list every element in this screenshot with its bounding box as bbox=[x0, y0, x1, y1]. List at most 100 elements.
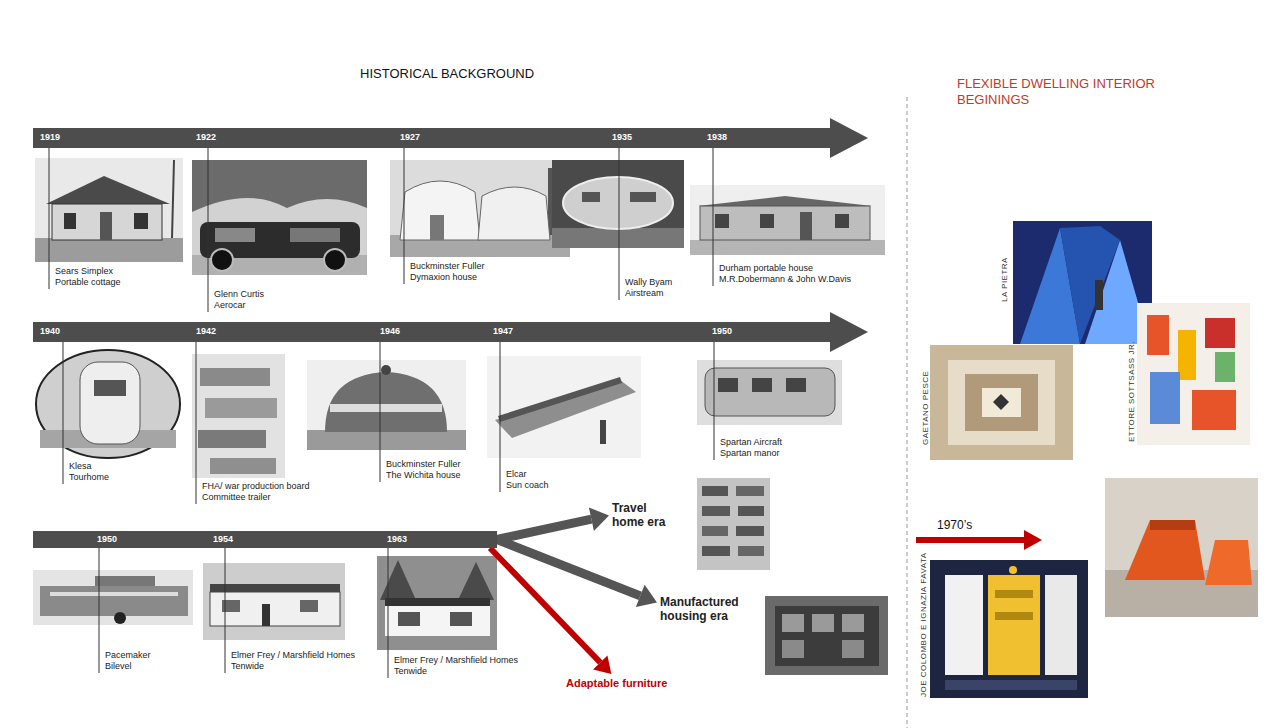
photo-travel-homes bbox=[736, 486, 764, 496]
photo-durham-house bbox=[835, 214, 849, 228]
photo-klesa-tourhome bbox=[94, 380, 126, 396]
photo-durham-house bbox=[715, 214, 729, 228]
arrow-head bbox=[589, 507, 609, 530]
photo-tenwide-1954 bbox=[203, 563, 345, 640]
leader-lines bbox=[500, 342, 501, 492]
photo-joe-colombo bbox=[930, 560, 1088, 698]
photo-manufactured-housing bbox=[842, 614, 864, 632]
timeline-band: 19401942194619471950 bbox=[33, 322, 830, 342]
leader-lines bbox=[380, 342, 381, 482]
timeline-arrow bbox=[33, 531, 497, 548]
photo-caption: Tenwide bbox=[394, 666, 427, 677]
photo-wichita-house bbox=[330, 404, 442, 412]
photo-durham-house bbox=[760, 214, 774, 228]
leader-lines bbox=[225, 548, 226, 673]
photo-joe-colombo bbox=[1045, 575, 1077, 675]
photo-sears-cottage bbox=[46, 176, 170, 204]
photo-sears-cottage bbox=[52, 204, 162, 240]
photo-elcar-sun-coach bbox=[600, 420, 606, 444]
leader-lines bbox=[388, 548, 389, 678]
photo-spartan-manor bbox=[697, 360, 842, 425]
photo-elcar-sun-coach bbox=[487, 356, 641, 458]
connector-line bbox=[497, 519, 591, 539]
year-label: 1946 bbox=[380, 326, 400, 337]
photo-pacemaker-bilevel bbox=[33, 570, 193, 625]
photo-manufactured-housing bbox=[782, 614, 804, 632]
photo-joe-colombo bbox=[995, 612, 1033, 620]
photo-airstream bbox=[563, 177, 673, 229]
connector-arrow bbox=[497, 507, 609, 539]
photo-caption: Klesa bbox=[69, 461, 92, 472]
photo-committee-trailer bbox=[192, 354, 285, 478]
photo-dymaxion-house bbox=[390, 160, 570, 257]
era-text: Travel home era bbox=[612, 501, 670, 530]
photo-joe-colombo bbox=[930, 560, 1088, 698]
photo-caption: FHA/ war production board bbox=[202, 481, 310, 492]
year-label: 1954 bbox=[213, 534, 233, 545]
photo-dymaxion-house bbox=[390, 160, 570, 257]
photo-manufactured-housing bbox=[782, 640, 804, 658]
era-label: 1970’s bbox=[937, 518, 972, 532]
photo-caption: Spartan manor bbox=[720, 448, 780, 459]
photo-orange-interior bbox=[1105, 478, 1258, 617]
photo-caption: Glenn Curtis bbox=[214, 289, 264, 300]
leader-lines bbox=[404, 148, 405, 284]
photo-travel-homes bbox=[702, 526, 728, 536]
photo-gaetano-pesce bbox=[982, 388, 1021, 417]
photo-tenwide-1954 bbox=[210, 592, 340, 626]
photo-aerocar bbox=[215, 228, 255, 242]
photo-sears-cottage bbox=[134, 213, 148, 229]
photo-durham-house bbox=[690, 185, 885, 255]
photo-aerocar bbox=[192, 160, 367, 212]
photo-durham-house bbox=[700, 206, 870, 240]
photo-caption: Wally Byam bbox=[625, 277, 672, 288]
leader-lines bbox=[99, 548, 100, 673]
photo-manufactured-housing bbox=[775, 606, 879, 666]
photo-elcar-sun-coach bbox=[498, 377, 622, 422]
year-label: 1950 bbox=[712, 326, 732, 337]
photo-caption: Committee trailer bbox=[202, 492, 271, 503]
photo-pacemaker-bilevel bbox=[40, 586, 188, 616]
photo-pacemaker-bilevel bbox=[50, 592, 178, 596]
photo-manufactured-housing bbox=[812, 614, 834, 632]
photo-caption: Airstream bbox=[625, 288, 664, 299]
photo-caption: Sears Simplex bbox=[55, 266, 113, 277]
photo-dymaxion-house bbox=[478, 187, 550, 240]
timeline-arrow bbox=[33, 118, 868, 158]
section-divider bbox=[907, 97, 908, 728]
photo-tenwide-1963 bbox=[380, 560, 416, 600]
photo-la-pietra bbox=[1013, 221, 1152, 344]
photo-orange-interior bbox=[1105, 478, 1258, 617]
timeline-arrow bbox=[33, 118, 868, 158]
year-label: 1935 bbox=[612, 132, 632, 143]
timeline-band: 19191922192719351938 bbox=[33, 128, 830, 148]
photo-tenwide-1954 bbox=[210, 584, 340, 592]
photo-travel-homes bbox=[738, 506, 764, 516]
photo-spartan-manor bbox=[697, 360, 842, 425]
era-label: Adaptable furniture bbox=[563, 674, 670, 693]
photo-caption: The Wichita house bbox=[386, 470, 461, 481]
photo-tenwide-1954 bbox=[262, 604, 270, 626]
photo-airstream bbox=[582, 192, 600, 202]
photo-aerocar bbox=[192, 160, 367, 275]
photo-joe-colombo bbox=[1009, 566, 1017, 574]
photo-wichita-house bbox=[381, 365, 391, 375]
year-label: 1963 bbox=[387, 534, 407, 545]
photo-joe-colombo bbox=[945, 680, 1077, 690]
photo-caption: Portable cottage bbox=[55, 277, 121, 288]
year-label: 1922 bbox=[196, 132, 216, 143]
photo-manufactured-housing bbox=[765, 596, 888, 675]
photo-spartan-manor bbox=[786, 378, 806, 392]
photo-tenwide-1963 bbox=[398, 612, 420, 626]
photo-aerocar bbox=[324, 249, 346, 271]
photo-travel-homes bbox=[702, 486, 728, 496]
photo-la-pietra bbox=[1013, 221, 1152, 344]
era-label: Travel home era bbox=[609, 498, 673, 533]
photo-caption: Dymaxion house bbox=[410, 272, 477, 283]
photo-pacemaker-bilevel bbox=[114, 612, 126, 624]
photo-manufactured-housing bbox=[765, 596, 888, 675]
photo-spartan-manor bbox=[718, 378, 738, 392]
photo-airstream bbox=[552, 160, 684, 248]
section-heading: FLEXIBLE DWELLING INTERIOR BEGININGS bbox=[957, 76, 1192, 108]
timeline-band: 195019541963 bbox=[33, 531, 497, 548]
